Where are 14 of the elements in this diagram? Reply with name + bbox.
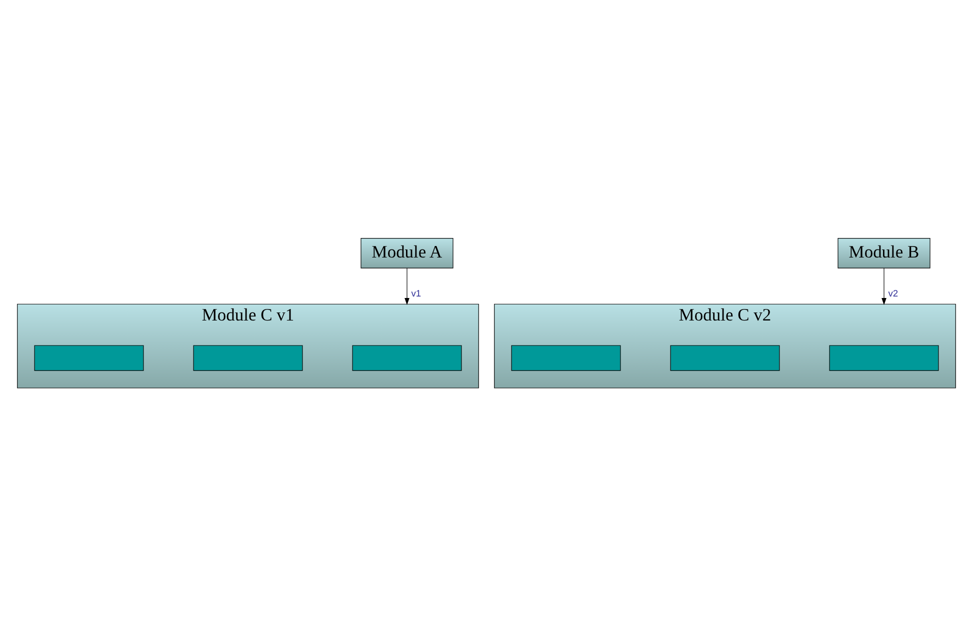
arrow: [882, 268, 886, 306]
node-box: [511, 345, 621, 371]
node-box: [193, 345, 303, 371]
cluster: Module C v2: [494, 304, 956, 388]
node-box: [829, 345, 939, 371]
node-box: [670, 345, 780, 371]
node-box: [34, 345, 144, 371]
node-box: [352, 345, 462, 371]
edge-label: v2: [888, 288, 898, 298]
cluster: Module C v1: [17, 304, 479, 388]
node-box: Module A: [360, 238, 454, 268]
node-box: Module B: [838, 238, 930, 268]
edge-label: v1: [411, 288, 422, 298]
arrow: [404, 268, 410, 306]
